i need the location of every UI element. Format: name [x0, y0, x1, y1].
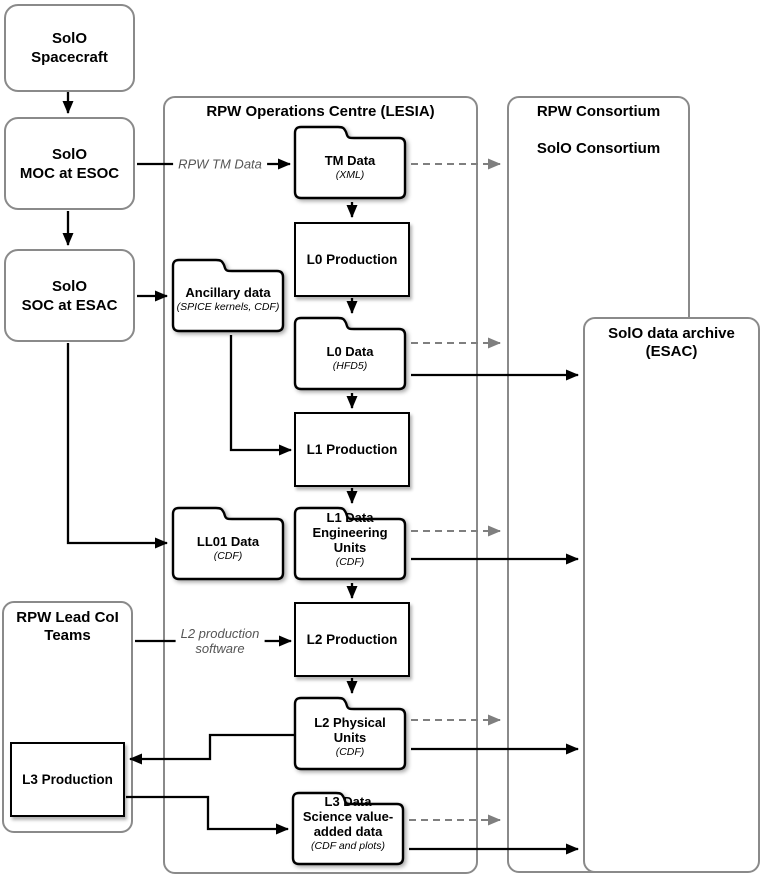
container-title-rpw-consortium: RPW Consortium — [536, 103, 661, 120]
node-l1-data-title2: Engineering — [312, 525, 388, 540]
folder-icon — [293, 696, 407, 771]
folder-icon — [291, 791, 405, 866]
node-solo-spacecraft-line2: Spacecraft — [31, 49, 108, 66]
node-ancillary-data: Ancillary data (SPICE kernels, CDF) — [170, 258, 286, 334]
node-l3-data-title2: Science value- — [302, 809, 394, 824]
node-l2-data-title1: L2 Physical — [314, 715, 386, 730]
node-solo-spacecraft: SolO Spacecraft — [4, 4, 135, 92]
node-l3-production-label: L3 Production — [22, 772, 113, 787]
arrow-soc-to-ll01 — [66, 343, 168, 549]
node-solo-moc-line1: SolO — [51, 145, 87, 163]
edge-label-l2-sw-line2: software — [195, 641, 245, 656]
folder-icon — [293, 125, 407, 200]
node-ll01-data: LL01 Data (CDF) — [170, 506, 286, 582]
node-tm-data-format: (XML) — [335, 168, 365, 181]
node-l2-production: L2 Production — [294, 602, 410, 677]
node-l3-production: L3 Production — [10, 742, 125, 817]
node-l0-production: L0 Production — [294, 222, 410, 297]
node-l2-data: L2 Physical Units (CDF) — [292, 696, 408, 772]
node-solo-soc-esac: SolO SOC at ESAC — [4, 249, 135, 342]
container-title-lead-coi-line1: RPW Lead CoI — [16, 609, 119, 626]
container-title-archive-line1: SolO data archive — [608, 325, 735, 342]
node-l3-data: L3 Data Science value- added data (CDF a… — [290, 791, 406, 867]
node-l0-data: L0 Data (HFD5) — [292, 316, 408, 392]
node-l1-production: L1 Production — [294, 412, 410, 487]
node-solo-moc-esoc: SolO MOC at ESOC — [4, 117, 135, 210]
folder-icon — [171, 506, 285, 581]
node-ancillary-data-title: Ancillary data — [185, 284, 271, 300]
folder-icon — [293, 506, 407, 581]
node-l3-data-title1: L3 Data — [324, 794, 372, 809]
node-l0-data-format: (HFD5) — [332, 359, 368, 372]
node-l3-data-format: (CDF and plots) — [311, 840, 385, 852]
container-rpw-lead-coi-teams: RPW Lead CoI Teams — [2, 601, 133, 833]
container-title-solo-consortium: SolO Consortium — [536, 140, 661, 157]
node-solo-moc-line2: MOC at ESOC — [19, 164, 120, 182]
node-l1-data-title1: L1 Data — [326, 510, 374, 525]
node-l3-data-title3: added data — [313, 824, 383, 839]
node-tm-data: TM Data (XML) — [292, 125, 408, 201]
folder-icon — [293, 316, 407, 391]
edge-label-rpw-tm-data: RPW TM Data — [173, 156, 267, 172]
node-l2-production-label: L2 Production — [306, 632, 398, 647]
container-solo-data-archive: SolO data archive (ESAC) — [583, 317, 760, 873]
node-l1-data-title3: Units — [333, 540, 367, 555]
node-l2-data-format: (CDF) — [335, 746, 365, 758]
node-solo-soc-line1: SolO — [51, 277, 87, 295]
edge-label-l2-sw-line1: L2 production — [180, 626, 260, 641]
edge-label-l2-production-software: L2 production software — [175, 626, 265, 656]
container-title-lead-coi-line2: Teams — [44, 627, 91, 644]
node-ancillary-data-format: (SPICE kernels, CDF) — [176, 300, 280, 313]
node-l1-data-format: (CDF) — [335, 556, 365, 568]
node-l1-production-label: L1 Production — [306, 442, 398, 457]
node-l1-data: L1 Data Engineering Units (CDF) — [292, 506, 408, 582]
container-title-archive-line2: (ESAC) — [645, 343, 698, 360]
node-tm-data-title: TM Data — [324, 152, 376, 168]
node-l0-production-label: L0 Production — [306, 252, 398, 267]
node-solo-spacecraft-line1: SolO — [51, 30, 87, 47]
node-ll01-data-title: LL01 Data — [196, 533, 260, 549]
node-ll01-data-format: (CDF) — [213, 549, 243, 562]
node-l0-data-title: L0 Data — [326, 343, 374, 359]
container-title-lesia: RPW Operations Centre (LESIA) — [206, 103, 435, 120]
node-solo-soc-line2: SOC at ESAC — [21, 296, 118, 314]
folder-icon — [171, 258, 285, 333]
node-l2-data-title2: Units — [333, 730, 367, 745]
